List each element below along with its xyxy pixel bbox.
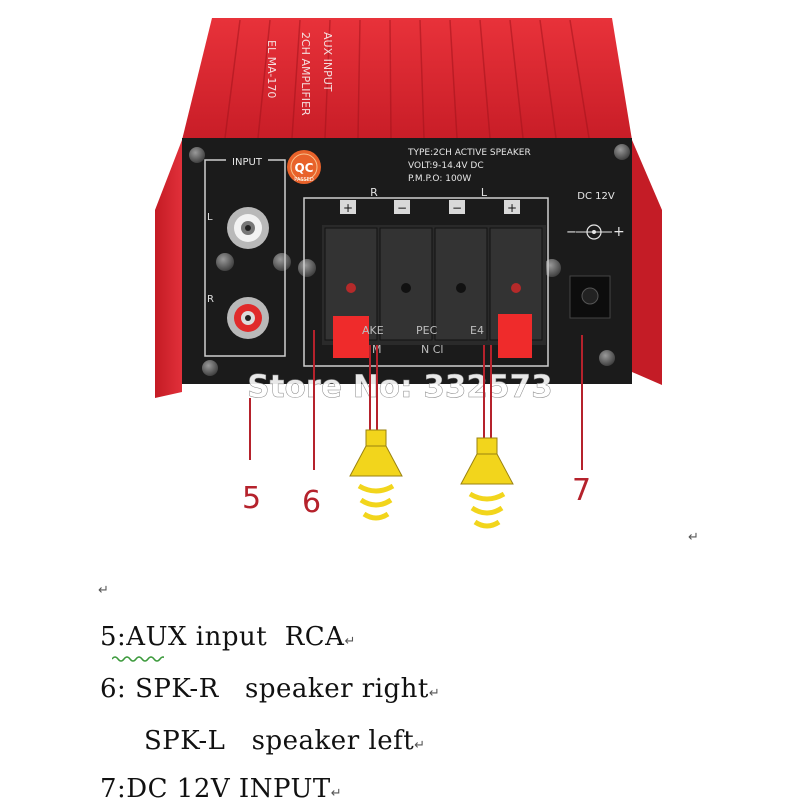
paragraph-mark: ↵ xyxy=(688,530,699,545)
speaker-icon xyxy=(460,437,514,529)
dc-label: DC 12V xyxy=(577,191,615,202)
channel-l-label: L xyxy=(481,186,488,199)
store-watermark: Store No: 332573 xyxy=(247,369,552,405)
qc-badge-sublabel: PASSED xyxy=(294,177,314,183)
spring-terminal-4[interactable] xyxy=(489,227,543,358)
legend-line-dc: 7:DC 12V INPUT↵ xyxy=(100,774,342,804)
callout-5: 5 xyxy=(242,481,261,516)
spec-volt: VOLT:9-14.4V DC xyxy=(408,161,484,171)
amplifier-photo: EL MA-170 2CH AMPLIFIER AUX INPUT INPUT … xyxy=(155,18,662,529)
spellcheck-squiggle xyxy=(112,656,164,662)
input-channel-r-label: R xyxy=(207,294,214,305)
legend-line-aux: 5:AUX input RCA↵ xyxy=(100,622,356,652)
terminal-text-1: AKE xyxy=(362,324,384,337)
spring-terminal-3[interactable] xyxy=(434,227,488,341)
paragraph-mark: ↵ xyxy=(428,686,441,701)
paragraph-mark: ↵ xyxy=(330,786,343,801)
spec-text: TYPE:2CH ACTIVE SPEAKER VOLT:9-14.4V DC … xyxy=(407,148,531,184)
chassis-left-flange xyxy=(155,140,182,398)
chassis-top: EL MA-170 2CH AMPLIFIER AUX INPUT xyxy=(182,18,632,140)
dc-input-section: DC 12V − + xyxy=(566,191,625,319)
panel-screws xyxy=(189,144,630,376)
legend-line-spk-l: SPK-L speaker left↵ xyxy=(144,726,426,756)
legend-line-spk-r-text: 6: SPK-R speaker right xyxy=(100,674,429,704)
side-panel-text-3: AUX INPUT xyxy=(321,32,334,92)
callout-lines xyxy=(249,330,583,470)
speaker-icon xyxy=(349,429,403,521)
paragraph-mark: ↵ xyxy=(98,583,109,598)
rca-jack-red[interactable] xyxy=(227,297,269,339)
rca-jack-white[interactable] xyxy=(227,207,269,249)
side-panel-text-1: EL MA-170 xyxy=(265,40,278,98)
callout-7: 7 xyxy=(572,473,591,508)
qc-badge-label: QC xyxy=(294,161,313,175)
input-label: INPUT xyxy=(232,157,263,168)
terminal-plus-l: + xyxy=(507,201,517,215)
terminal-plus-r: + xyxy=(343,201,353,215)
dc-jack[interactable] xyxy=(569,275,611,319)
callout-6: 6 xyxy=(302,485,321,520)
channel-r-label: R xyxy=(370,186,378,199)
spring-terminal-1[interactable] xyxy=(324,227,378,358)
dc-polarity-plus: + xyxy=(613,224,625,240)
terminal-minus-l: − xyxy=(452,201,462,215)
paragraph-mark: ↵ xyxy=(414,738,426,753)
qc-badge: QC PASSED xyxy=(287,150,321,184)
rca-input-section: INPUT L R xyxy=(204,154,286,357)
terminal-text-5: N Cl xyxy=(421,343,443,356)
spec-pmpo: P.M.P.O: 100W xyxy=(408,174,471,184)
side-panel-lettering: EL MA-170 2CH AMPLIFIER AUX INPUT xyxy=(265,32,334,116)
spec-type: TYPE:2CH ACTIVE SPEAKER xyxy=(407,148,531,158)
legend-line-spk-r: 6: SPK-R speaker right↵ xyxy=(100,674,440,704)
side-panel-text-2: 2CH AMPLIFIER xyxy=(299,32,312,116)
speaker-terminal-section: + − − + R L AKE PEC E4 M xyxy=(303,186,549,367)
legend-line-aux-text: 5:AUX input RCA xyxy=(100,622,345,652)
dc-polarity-minus: − xyxy=(566,225,577,240)
chassis-right-flange xyxy=(632,140,662,385)
legend-line-spk-l-text: SPK-L speaker left xyxy=(144,726,415,756)
terminal-text-3: E4 xyxy=(470,324,484,337)
legend-line-dc-text: 7:DC 12V INPUT xyxy=(100,774,331,804)
terminal-text-2: PEC xyxy=(416,324,438,337)
spring-terminal-2[interactable] xyxy=(379,227,433,341)
terminal-minus-r: − xyxy=(397,201,407,215)
input-channel-l-label: L xyxy=(207,212,213,223)
paragraph-mark: ↵ xyxy=(344,634,356,649)
